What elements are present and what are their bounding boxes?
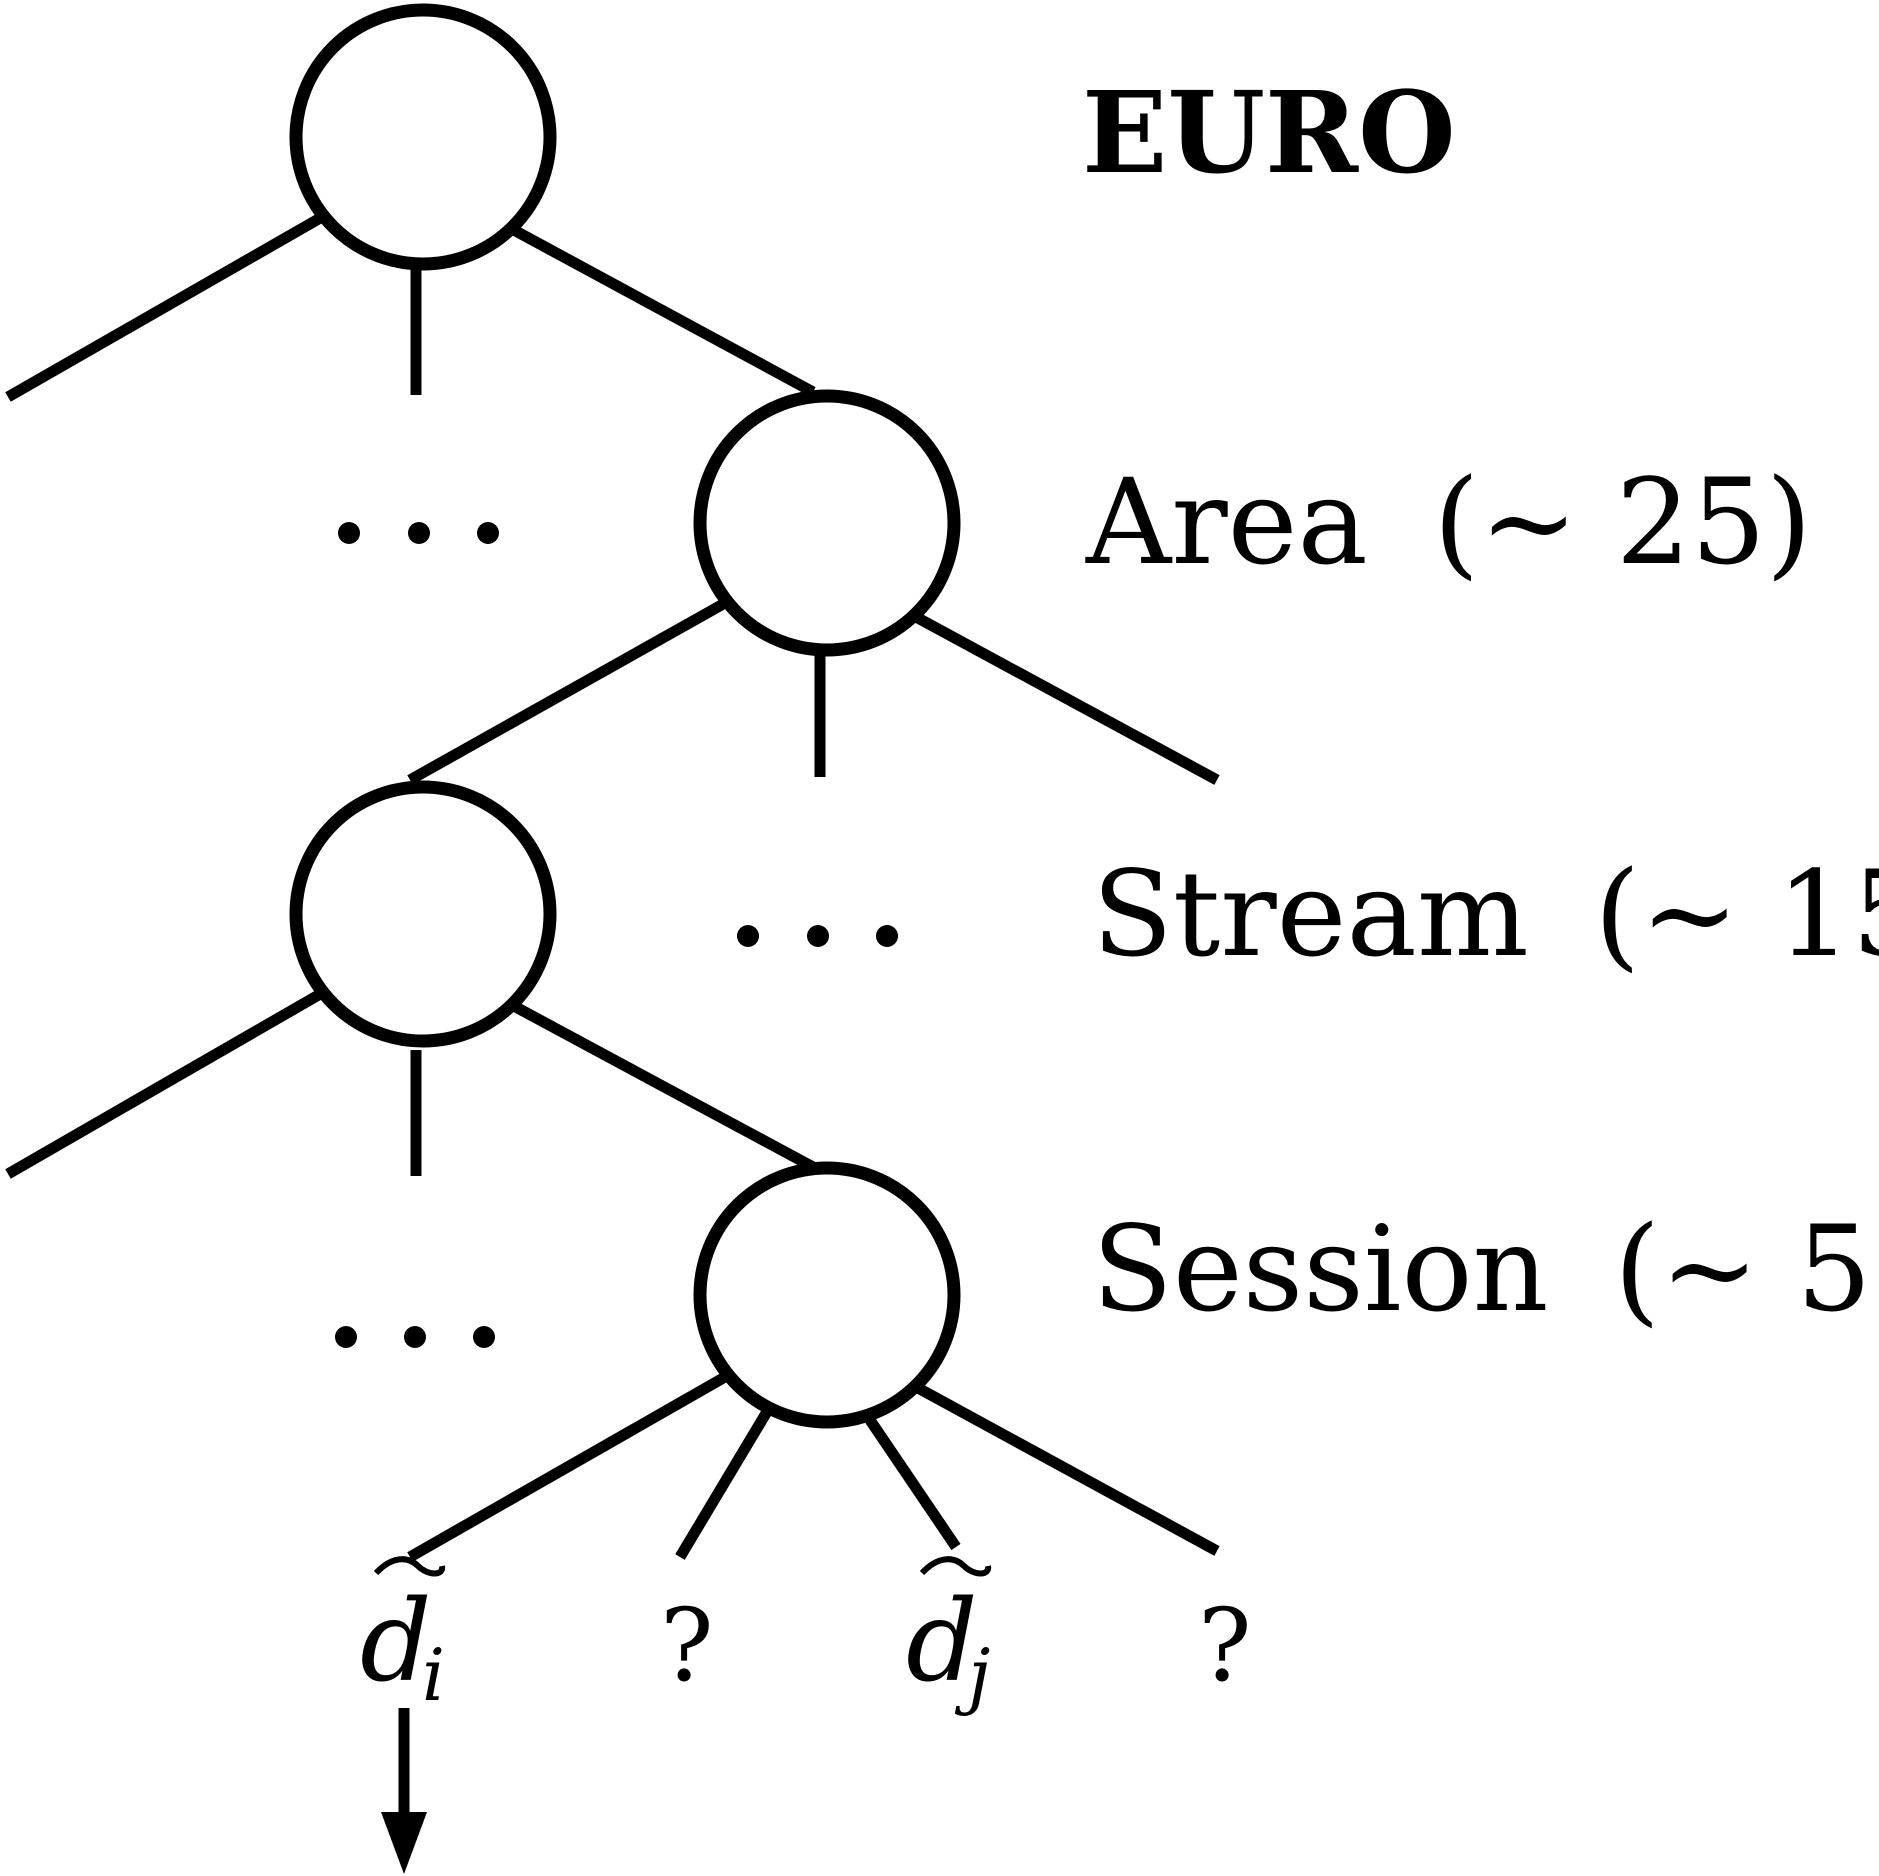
arrow-down-icon <box>381 1812 427 1874</box>
level-label-session: Session (∼ 500) <box>1092 1200 1879 1338</box>
edge-session-leaf-dj <box>865 1416 961 1551</box>
level-name-stream: Stream <box>1092 845 1529 983</box>
edge-area-left <box>407 598 728 785</box>
leaf-d-i-subscript: i <box>422 1633 445 1717</box>
level-name-area: Area <box>1085 453 1368 591</box>
ellipsis-level-1 <box>338 522 499 544</box>
node-stream <box>289 780 557 1048</box>
leaf-unknown-2: ? <box>1198 1587 1252 1704</box>
level-count-stream: (∼ 150) <box>1594 845 1879 983</box>
level-name-session: Session <box>1092 1200 1549 1338</box>
level-label-stream: Stream (∼ 150) <box>1092 845 1879 983</box>
edge-area-right <box>913 612 1220 785</box>
edge-session-leaf-di <box>407 1372 728 1562</box>
edge-stream-left <box>5 988 325 1179</box>
level-label-area: Area (∼ 25) <box>1085 453 1812 591</box>
root-label-euro: EURO <box>1082 68 1456 199</box>
level-count-area: (∼ 25) <box>1433 453 1812 591</box>
edge-session-leaf-q2 <box>915 1383 1220 1556</box>
edge-session-leaf-q1 <box>675 1407 773 1560</box>
ellipsis-level-3 <box>335 1326 495 1348</box>
leaf-d-j: d j <box>906 1556 992 1717</box>
leaf-d-j-symbol: d <box>906 1577 978 1707</box>
leaf-unknown-1: ? <box>660 1587 714 1704</box>
leaf-d-i: d i <box>360 1556 446 1717</box>
level-count-session: (∼ 500) <box>1614 1200 1879 1338</box>
tilde-accent-j <box>919 1556 992 1577</box>
node-session <box>693 1161 961 1429</box>
edge-root-right <box>509 224 816 397</box>
leaf-d-i-symbol: d <box>360 1577 432 1707</box>
edge-root-left <box>5 212 325 402</box>
edge-stream-right <box>509 1000 816 1172</box>
node-root <box>289 3 557 271</box>
ellipsis-level-2 <box>737 925 898 947</box>
tilde-accent-i <box>373 1556 446 1577</box>
node-area <box>693 389 961 657</box>
